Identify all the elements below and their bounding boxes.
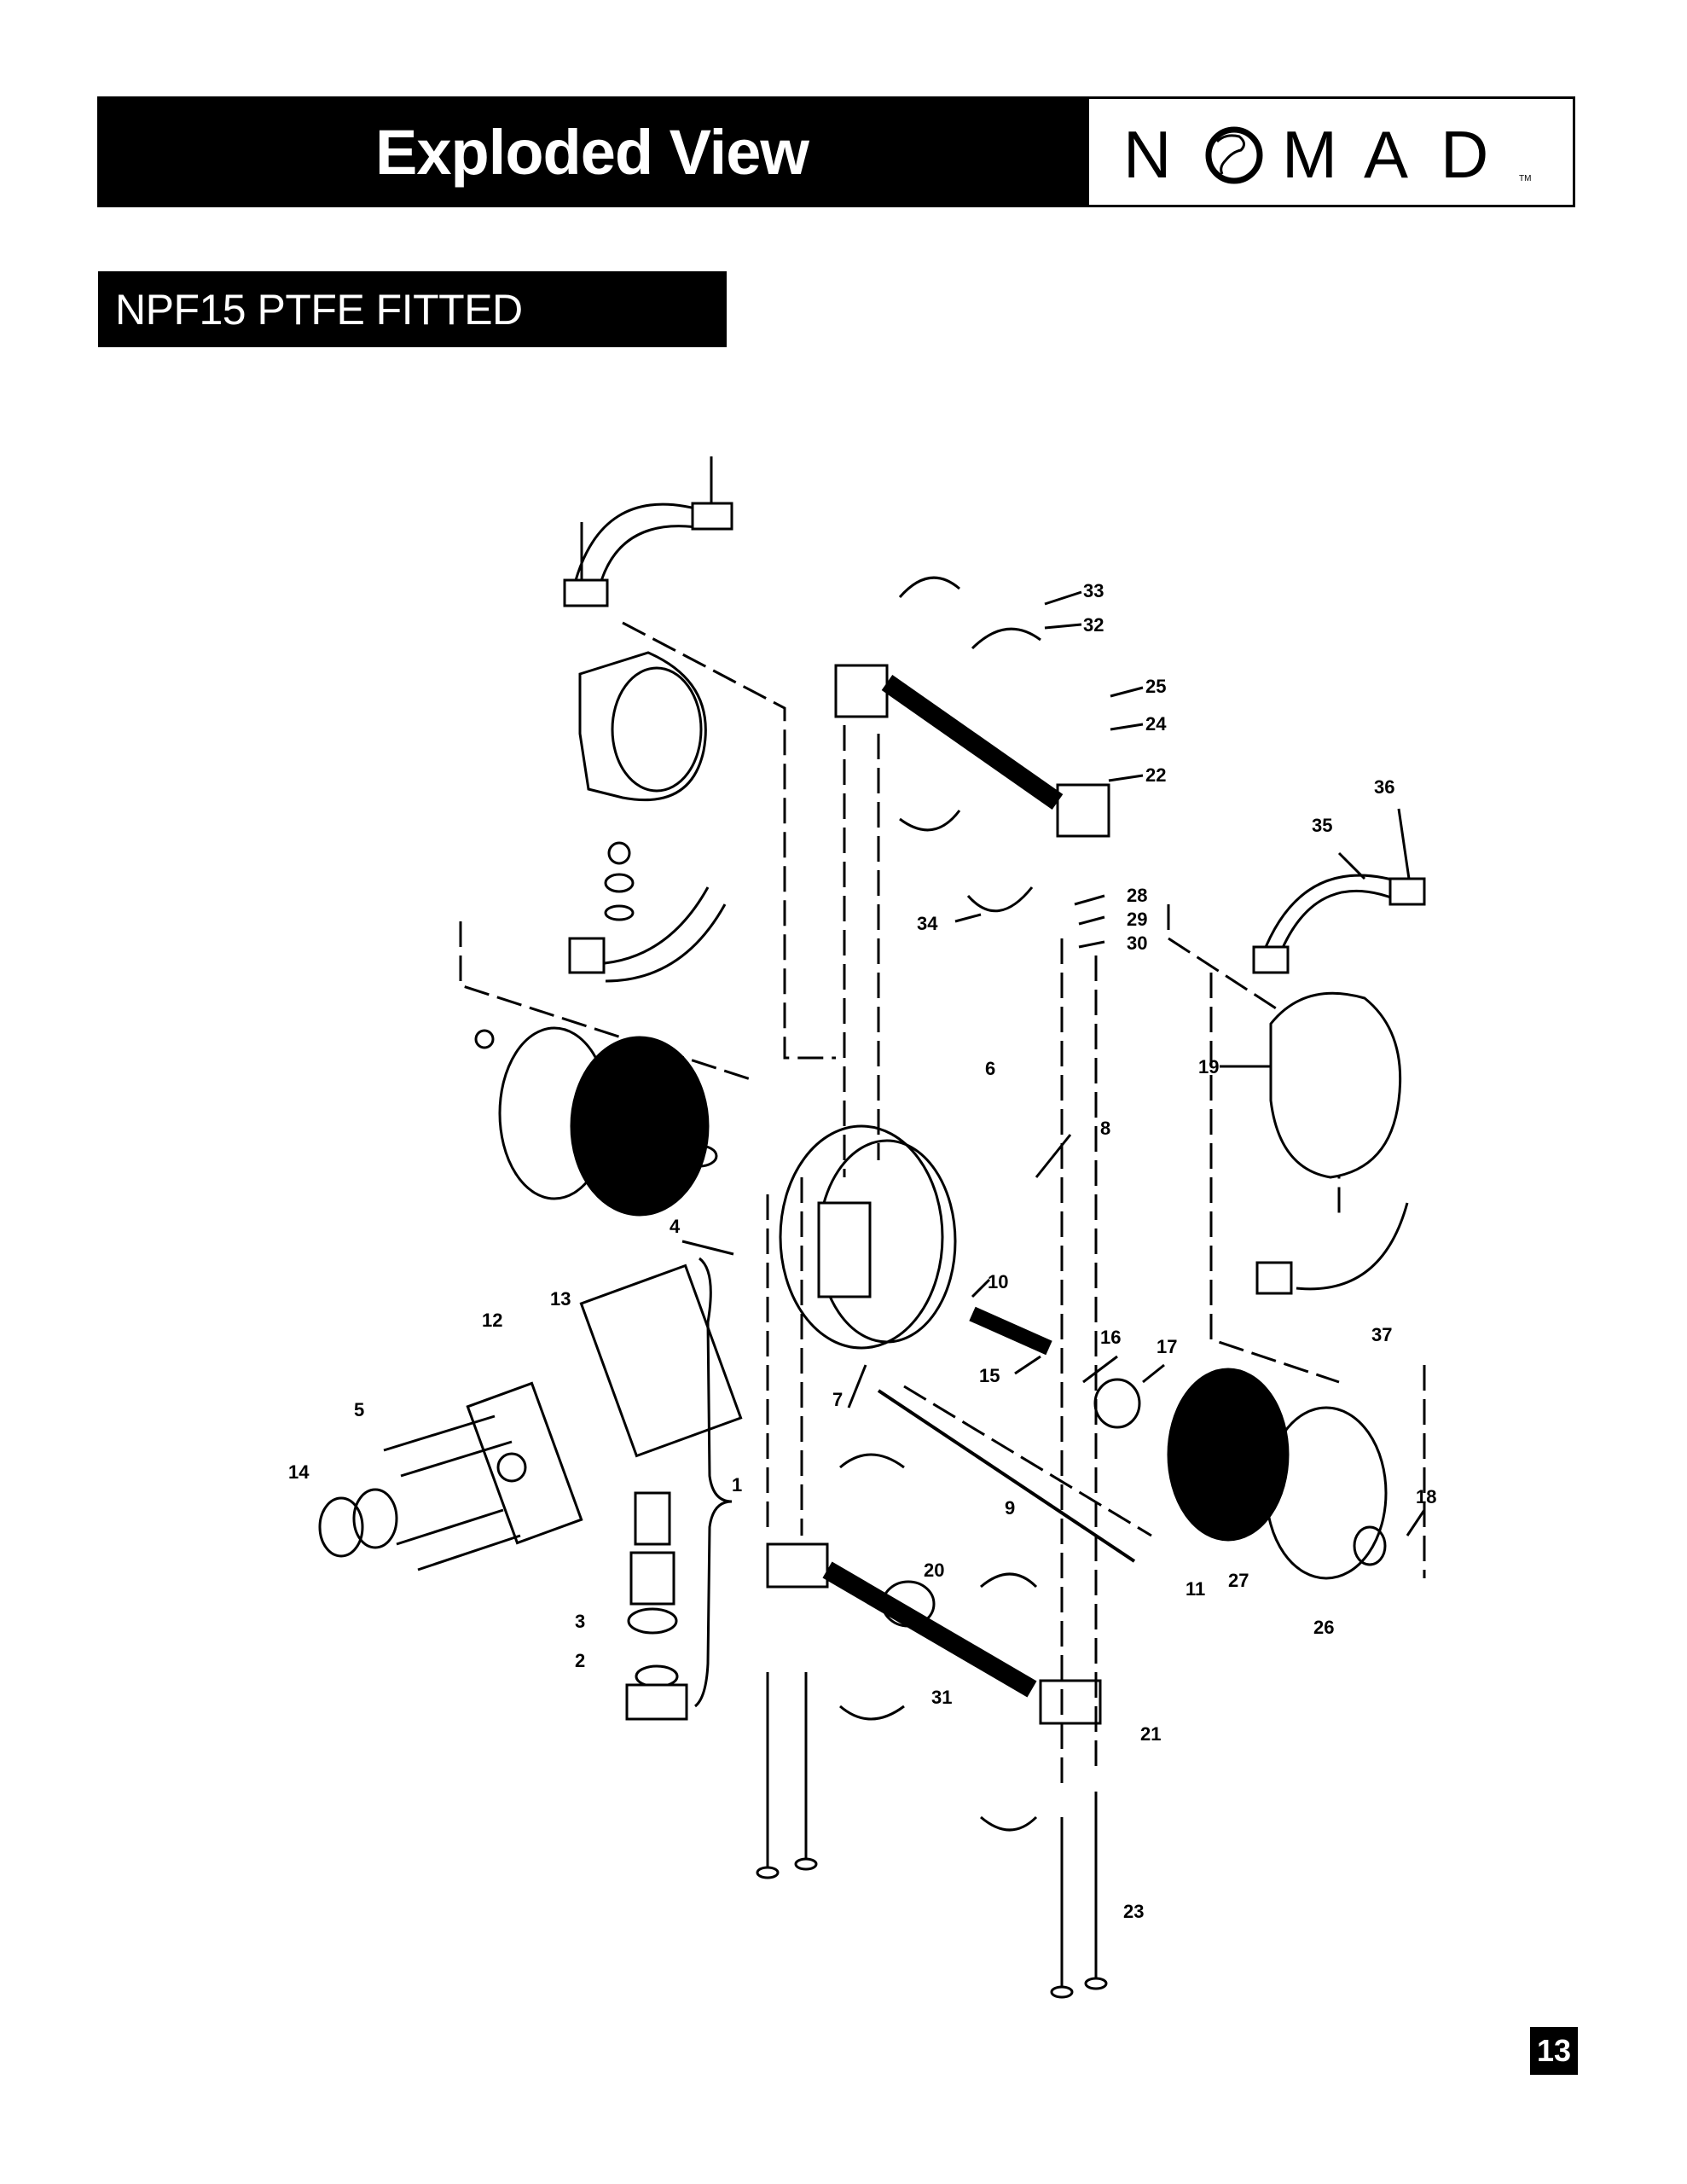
page-number: 13	[1530, 2027, 1578, 2075]
right-diaphragm	[1167, 1368, 1290, 1542]
callout-24: 24	[1145, 713, 1167, 735]
callout-1: 1	[732, 1474, 742, 1496]
callout-30: 30	[1127, 932, 1147, 954]
nomad-logo: N M A D TM	[1087, 96, 1575, 207]
callout-28: 28	[1127, 885, 1147, 906]
callout-23: 23	[1123, 1901, 1144, 1922]
right-outer-chamber	[1269, 991, 1402, 1179]
air-valve-body	[579, 1263, 743, 1458]
bottom-manifold-left	[766, 1542, 829, 1589]
callout-31: 31	[931, 1687, 952, 1708]
callout-33: 33	[1083, 580, 1104, 601]
section-title-bar: NPF15 PTFE FITTED	[98, 271, 727, 347]
callout-15: 15	[979, 1365, 1000, 1386]
callout-14: 14	[288, 1461, 310, 1483]
left-diaphragm-plate	[570, 1036, 710, 1217]
callout-35: 35	[1312, 815, 1332, 836]
callout-29: 29	[1127, 909, 1147, 930]
top-manifold-right	[1056, 783, 1110, 838]
callout-12: 12	[482, 1310, 502, 1331]
top-left-clamp-band	[570, 502, 709, 598]
callout-13: 13	[550, 1288, 571, 1310]
callout-3: 3	[575, 1611, 585, 1632]
bottom-manifold-right	[1039, 1679, 1102, 1725]
muffler	[318, 1496, 364, 1558]
callout-22: 22	[1145, 764, 1166, 786]
trademark-mark: TM	[1519, 174, 1531, 183]
callout-26: 26	[1313, 1617, 1334, 1638]
right-outer-diaphragm	[1265, 1406, 1388, 1580]
callout-19: 19	[1198, 1056, 1219, 1077]
svg-text:D: D	[1441, 117, 1488, 192]
callout-16: 16	[1100, 1327, 1121, 1348]
callout-36: 36	[1374, 776, 1394, 798]
callout-2: 2	[575, 1650, 585, 1671]
center-body	[779, 1124, 944, 1350]
callout-17: 17	[1157, 1336, 1177, 1357]
svg-text:A: A	[1364, 117, 1408, 192]
callout-6: 6	[985, 1058, 995, 1079]
header-title-bar: Exploded View	[97, 96, 1087, 207]
svg-text:N: N	[1123, 117, 1176, 192]
callout-27: 27	[1228, 1570, 1249, 1591]
page-title: Exploded View	[375, 116, 809, 188]
callout-4: 4	[670, 1216, 681, 1237]
callout-10: 10	[988, 1271, 1008, 1292]
bottom-right-clamp-band	[1296, 1202, 1409, 1291]
callout-34: 34	[917, 913, 938, 934]
callout-25: 25	[1145, 676, 1166, 697]
callout-7: 7	[832, 1389, 843, 1410]
callout-20: 20	[924, 1560, 944, 1581]
logo-globe-icon	[1205, 126, 1263, 184]
bottom-left-clamp-band	[588, 886, 710, 966]
svg-text:M: M	[1282, 117, 1337, 192]
callout-9: 9	[1005, 1497, 1015, 1519]
left-outer-chamber	[578, 651, 707, 802]
callout-8: 8	[1100, 1118, 1110, 1139]
callout-11: 11	[1186, 1578, 1205, 1600]
top-manifold-left	[834, 664, 889, 718]
callout-21: 21	[1140, 1723, 1161, 1745]
callout-18: 18	[1416, 1486, 1436, 1507]
section-title: NPF15 PTFE FITTED	[115, 285, 523, 334]
callout-37: 37	[1371, 1324, 1392, 1345]
callout-5: 5	[354, 1399, 364, 1420]
shaft	[969, 1306, 1052, 1356]
callout-labels: 1 2 3 4 5 6 7 8 9 10 11 12 13 14 15 16 1…	[288, 580, 1436, 1922]
callout-32: 32	[1083, 614, 1104, 636]
